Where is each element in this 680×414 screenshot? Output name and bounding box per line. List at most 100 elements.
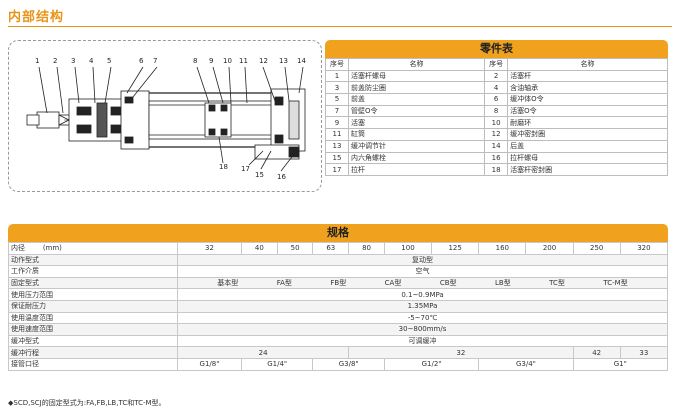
part-name: 活塞杆螺母 — [347, 69, 486, 83]
proof-value: 1.35MPa — [177, 299, 668, 313]
col-header: 名称 — [347, 58, 486, 71]
pressure-label: 使用压力范围 — [8, 288, 178, 301]
bore-value: 63 — [312, 242, 350, 255]
speed-label: 使用速度范围 — [8, 323, 178, 336]
mount-label: 固定型式 — [8, 276, 178, 290]
mount-type: FA型 — [276, 279, 292, 288]
stroke-value: 42 — [572, 346, 621, 359]
bore-label-text: 内径 — [11, 244, 25, 253]
mount-type: 基本型 — [217, 279, 239, 288]
part-number: 12 — [484, 128, 509, 141]
part-number: 10 — [484, 116, 509, 130]
bore-unit: (mm) — [42, 244, 62, 253]
cushion-label: 缓冲型式 — [8, 334, 178, 348]
col-header: 序号 — [484, 58, 509, 71]
section-title: 内部结构 — [8, 10, 65, 25]
table-row: 动作型式 复动型 — [8, 253, 668, 267]
part-name: 活塞O令 — [507, 104, 668, 118]
part-label: 16 — [277, 173, 286, 181]
part-name: 后盖 — [507, 139, 668, 153]
table-row: 固定型式 基本型 FA型 FB型 CA型 CB型 LB型 TC型 TC-M型 — [8, 276, 668, 290]
table-row: 保证耐压力 1.35MPa — [8, 299, 668, 313]
table-row: 内径 (mm) 32 40 50 63 80 100 125 160 200 2… — [8, 242, 669, 255]
parts-table-title: 零件表 — [325, 40, 668, 58]
port-value: G3/4" — [478, 357, 574, 371]
part-name: 内六角螺栓 — [347, 151, 486, 165]
part-label: 3 — [71, 57, 75, 65]
bore-value: 320 — [619, 242, 669, 255]
mount-type: FB型 — [330, 279, 347, 288]
temp-label: 使用温度范围 — [8, 311, 178, 325]
part-label: 18 — [219, 163, 228, 171]
part-label: 11 — [239, 57, 248, 65]
proof-label: 保证耐压力 — [8, 299, 178, 313]
stroke-value: 24 — [176, 346, 350, 359]
port-label: 接管口径 — [8, 357, 178, 371]
part-label: 15 — [255, 171, 264, 179]
bore-value: 125 — [431, 242, 480, 255]
col-header: 序号 — [325, 58, 349, 71]
part-number: 3 — [325, 81, 349, 95]
stroke-value: 33 — [619, 346, 669, 359]
medium-value: 空气 — [177, 265, 668, 278]
part-number: 8 — [484, 104, 509, 118]
table-row: 使用温度范围 -5~70℃ — [8, 311, 668, 325]
bore-value: 50 — [276, 242, 314, 255]
part-name: 缓冲调节针 — [347, 139, 486, 153]
bore-value: 250 — [572, 242, 621, 255]
port-value: G1/2" — [383, 357, 480, 371]
bore-value: 100 — [383, 242, 433, 255]
bore-value: 32 — [177, 242, 242, 255]
footnote: ◆SCD,SCJ的固定型式为:FA,FB,LB,TC和TC-M型。 — [8, 399, 166, 407]
part-label: 4 — [89, 57, 94, 65]
mount-values: 基本型 FA型 FB型 CA型 CB型 LB型 TC型 TC-M型 — [177, 276, 668, 290]
part-name: 活塞 — [347, 116, 486, 130]
part-label: 17 — [241, 165, 250, 173]
spec-table: 规格 内径 (mm) 32 40 50 63 80 100 125 160 20… — [8, 224, 669, 371]
part-name: 拉杆 — [347, 163, 486, 176]
part-number: 18 — [484, 163, 509, 176]
part-number: 5 — [325, 93, 349, 106]
table-row: 使用压力范围 0.1~0.9MPa — [8, 288, 668, 301]
rod-nut-shape — [36, 111, 60, 129]
mount-type: TC-M型 — [603, 279, 628, 288]
bore-value: 80 — [348, 242, 385, 255]
part-label: 8 — [193, 57, 197, 65]
part-label: 7 — [153, 57, 157, 65]
part-number: 2 — [484, 69, 509, 83]
part-name: 耐磨环 — [507, 116, 668, 130]
table-row: 缓冲行程 24 32 42 33 — [8, 346, 669, 359]
part-name: 缸筒 — [347, 128, 486, 141]
part-number: 6 — [484, 93, 509, 106]
title-rule — [8, 26, 672, 27]
stroke-value: 32 — [348, 346, 574, 359]
speed-value: 30~800mm/s — [177, 323, 668, 336]
bore-value: 160 — [478, 242, 527, 255]
cylinder-drawing: 1 2 3 4 5 6 7 8 9 10 11 12 13 14 15 16 1… — [26, 57, 306, 181]
part-name: 缓冲密封圈 — [507, 128, 668, 141]
bore-value: 200 — [525, 242, 574, 255]
mount-type: LB型 — [495, 279, 511, 288]
part-label: 13 — [279, 57, 288, 65]
temp-value: -5~70℃ — [177, 311, 668, 325]
pressure-value: 0.1~0.9MPa — [177, 288, 668, 301]
medium-label: 工作介质 — [8, 265, 178, 278]
part-label: 5 — [107, 57, 111, 65]
part-number: 17 — [325, 163, 349, 176]
action-label: 动作型式 — [8, 253, 178, 267]
part-label: 9 — [209, 57, 213, 65]
part-name: 管壁O令 — [347, 104, 486, 118]
port-value: G1/8" — [177, 357, 242, 371]
part-number: 4 — [484, 81, 509, 95]
part-name: 活塞杆 — [507, 69, 668, 83]
part-label: 14 — [297, 57, 306, 65]
